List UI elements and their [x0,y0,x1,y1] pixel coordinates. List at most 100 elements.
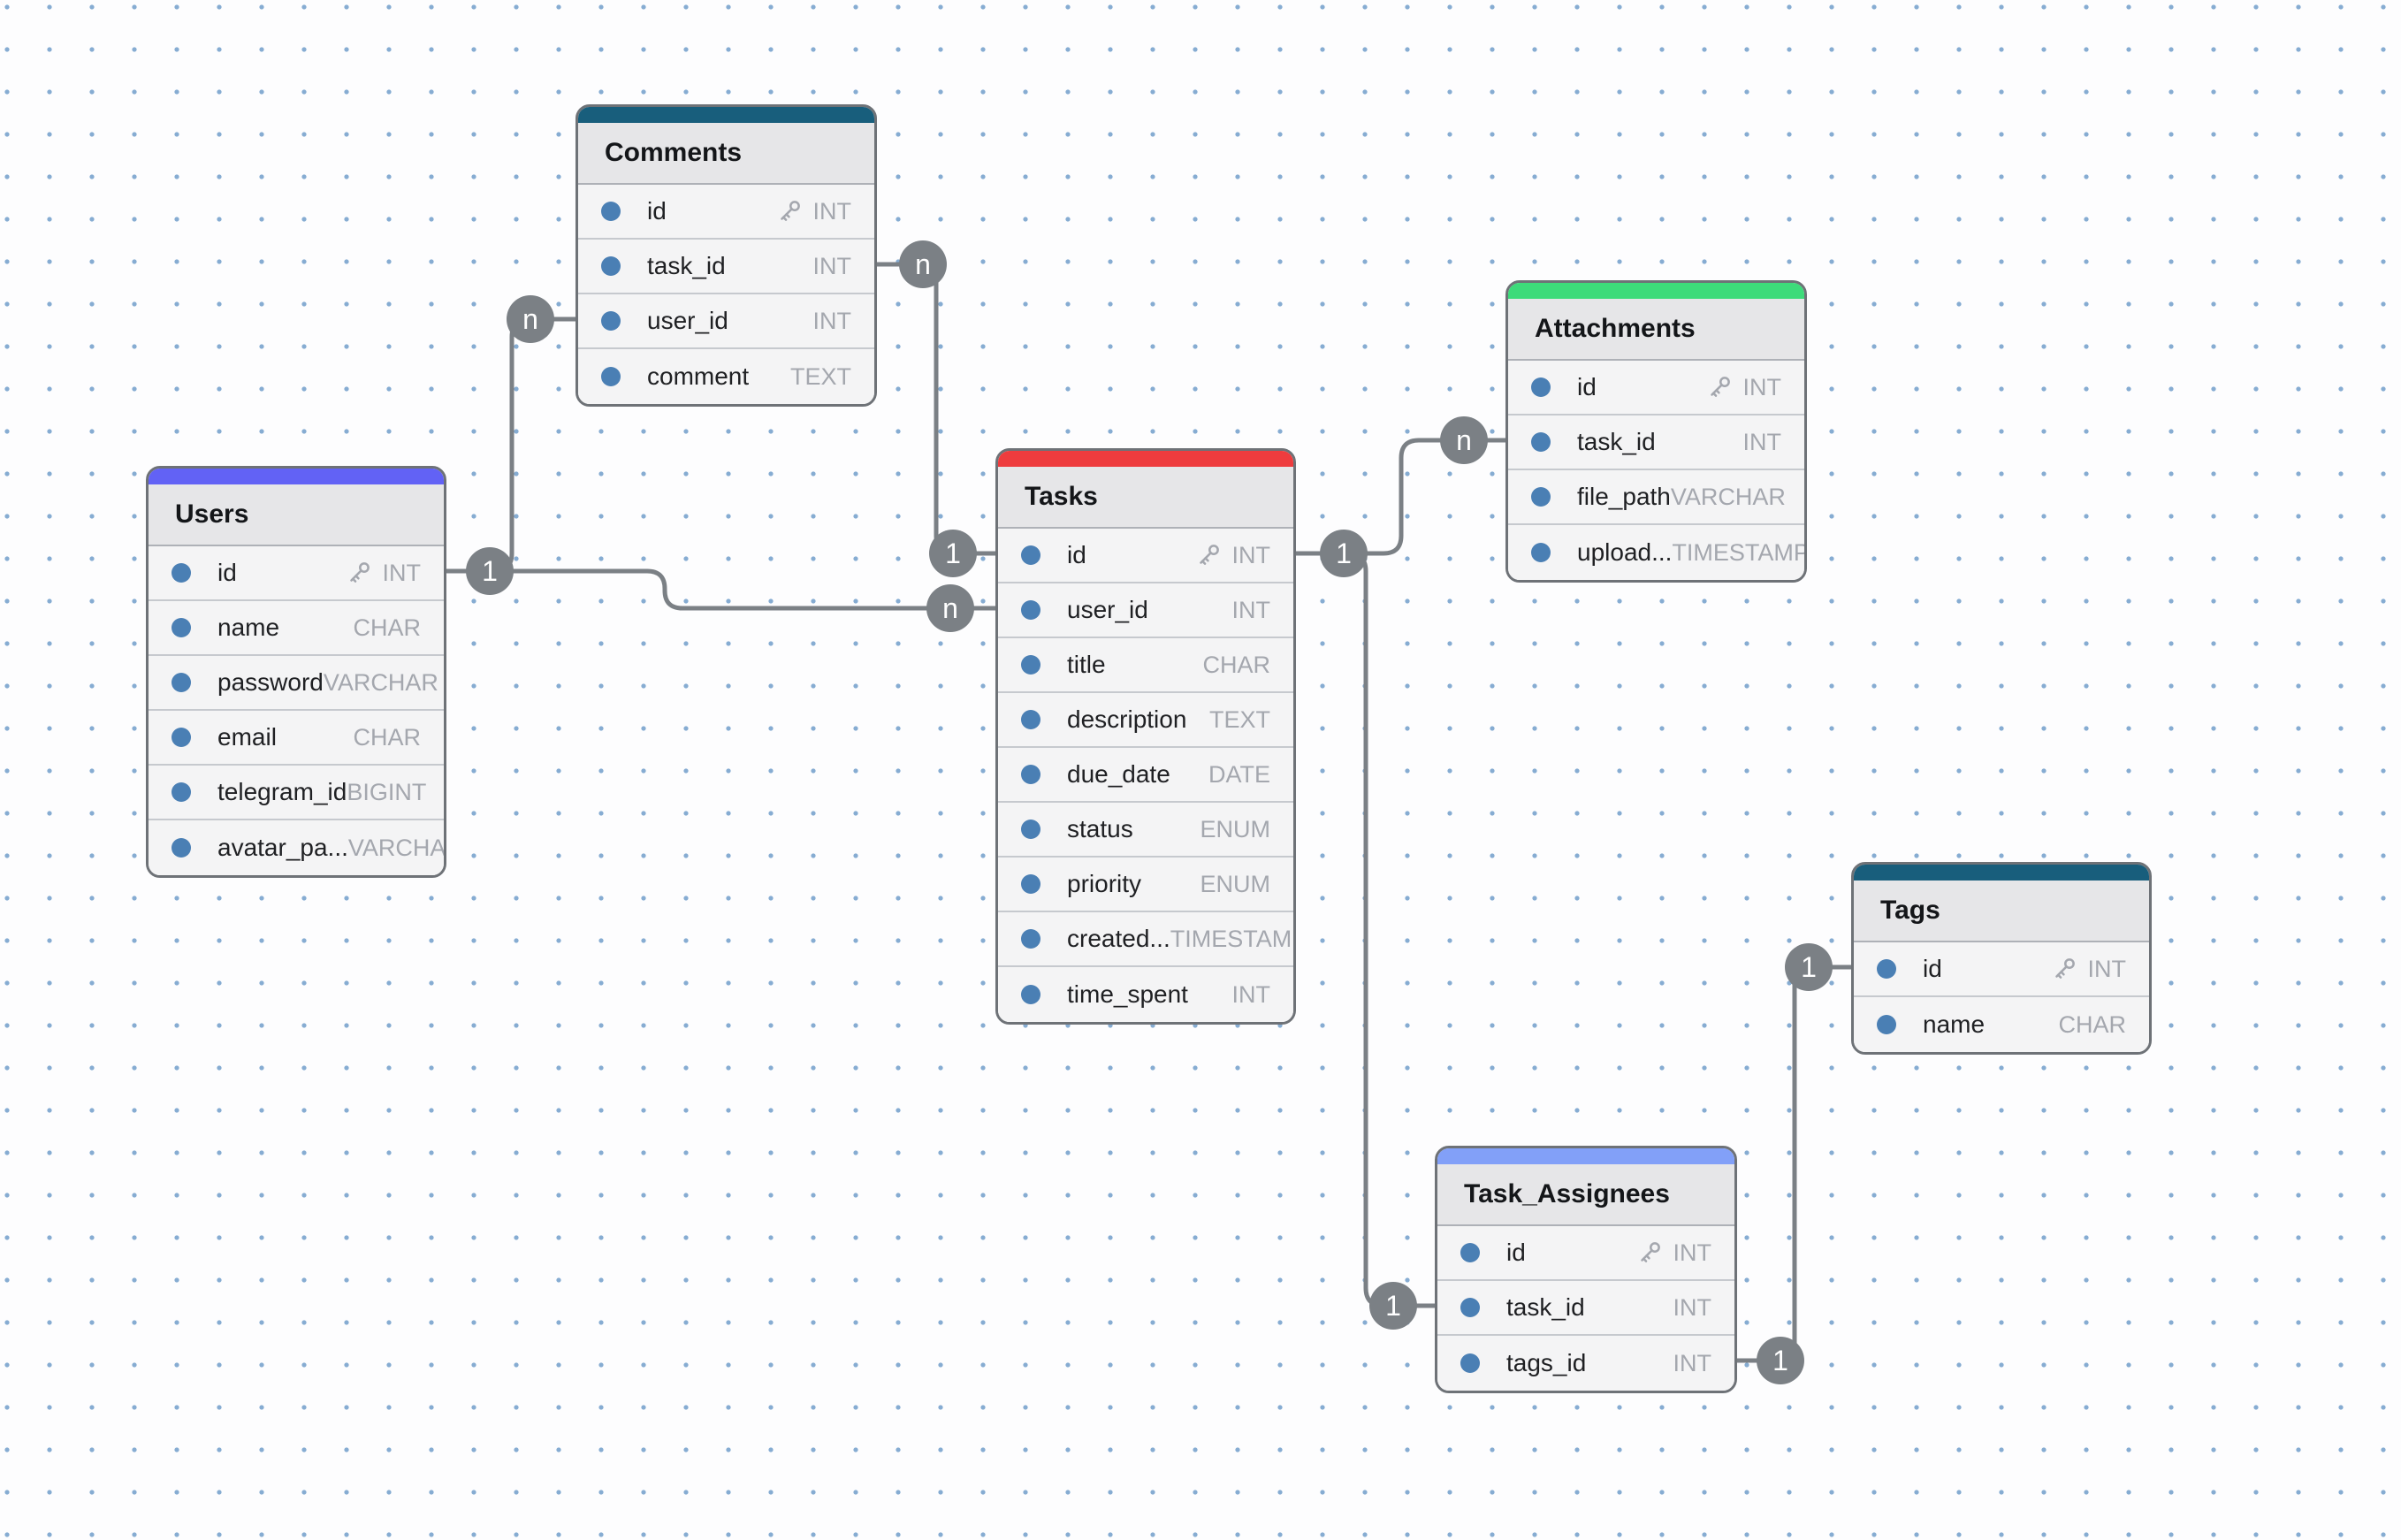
relationship-line-tasks_id-task_assignees_task_id[interactable] [1296,551,1435,1308]
table-title: Task_Assignees [1437,1164,1734,1226]
primary-key-icon [349,562,370,583]
field-name: user_id [647,307,728,334]
field-type-text: TEXT [1208,705,1270,733]
field-type: INT [1193,540,1270,570]
field-dot-icon [1021,874,1040,894]
field-dot-icon [1021,820,1040,839]
field-row-task_assignees-tags_id[interactable]: tags_id INT [1437,1336,1734,1391]
field-name: tags_id [1506,1349,1587,1376]
field-row-users-avatar_pa[interactable]: avatar_pa...VARCHAR [149,820,444,875]
field-dot-icon [1021,710,1040,729]
field-name: status [1067,815,1133,842]
svg-text:n: n [942,592,958,624]
field-name: user_id [1067,596,1148,623]
relationship-line-users_id-comments_user_id[interactable] [490,316,575,574]
field-type: CHAR [1202,652,1270,679]
field-row-tasks-created[interactable]: created...TIMESTAMP [998,912,1293,967]
svg-text:1: 1 [482,555,498,587]
svg-text:1: 1 [1385,1290,1401,1322]
field-type: INT [1743,429,1782,456]
field-name: avatar_pa... [217,834,348,861]
field-type-text: CHAR [353,614,421,641]
field-row-task_assignees-id[interactable]: id INT [1437,1226,1734,1281]
field-name: task_id [647,252,726,279]
field-type: CHAR [353,614,421,642]
field-name: name [217,614,280,641]
relationship-line-users_id-tasks_user_id[interactable] [446,568,995,611]
field-name: comment [647,362,750,390]
table-color-strip [1508,283,1804,299]
svg-text:n: n [915,248,931,280]
field-dot-icon [172,673,191,692]
field-row-comments-user_id[interactable]: user_id INT [578,294,874,349]
field-dot-icon [601,256,621,276]
cardinality-marker-tasks_id-attachments_task_id-10: 1 [1320,530,1368,577]
field-type-text: DATE [1208,760,1270,788]
field-row-comments-id[interactable]: id INT [578,185,874,240]
field-type: INT [1704,372,1781,402]
field-type: INT [1635,1238,1711,1268]
field-dot-icon [172,618,191,637]
field-type: TIMESTAMP [1170,925,1296,953]
field-type: INT [344,558,422,588]
table-title: Users [149,484,444,546]
field-type: VARCHAR [1671,484,1786,511]
field-type: INT [813,308,852,335]
field-type: CHAR [2058,1011,2126,1039]
svg-text:n: n [522,303,538,335]
field-type-text: TIMESTAMP [1170,925,1296,952]
field-row-tasks-time_spent[interactable]: time_spent INT [998,967,1293,1022]
field-name: time_spent [1067,980,1188,1008]
field-name: created... [1067,925,1170,952]
field-row-attachments-upload[interactable]: upload...TIMESTAMP [1508,525,1804,580]
field-name: id [1506,1239,1526,1266]
field-dot-icon [1021,985,1040,1004]
field-type-text: CHAR [353,723,421,751]
field-dot-icon [601,202,621,221]
field-type-text: INT [812,197,852,225]
field-type: INT [2049,954,2126,984]
relationship-line-tasks_id-comments_task_id[interactable] [877,262,995,556]
field-type-text: INT [1231,980,1271,1008]
field-dot-icon [1460,1298,1480,1317]
field-row-users-name[interactable]: name CHAR [149,601,444,656]
field-dot-icon [172,728,191,747]
field-type: ENUM [1200,871,1271,898]
field-type-text: INT [1673,1349,1712,1376]
primary-key-icon [2054,958,2075,979]
relationship-line-tags_id-task_assignees_tags_id[interactable] [1737,964,1851,1363]
field-name: id [647,197,667,225]
field-dot-icon [1531,377,1551,397]
relationship-line-tasks_id-attachments_task_id[interactable] [1296,438,1505,556]
svg-text:1: 1 [1336,537,1352,569]
primary-key-icon [1640,1242,1660,1262]
field-type-text: INT [382,559,422,586]
